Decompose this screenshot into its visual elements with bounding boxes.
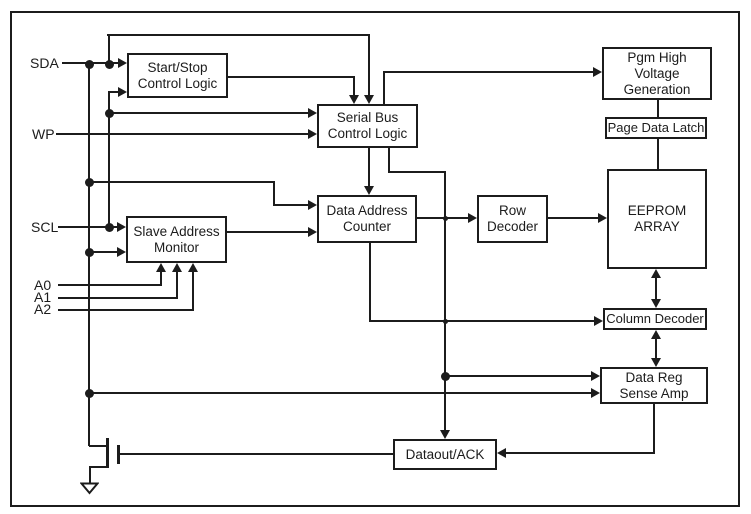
block-eeprom-array: EEPROM ARRAY: [607, 169, 707, 269]
wire-startstop-drop: [353, 76, 355, 98]
wire-to-datareg-in1: [444, 375, 594, 377]
block-serial-bus-control-logic: Serial Bus Control Logic: [317, 104, 418, 148]
block-slave-address-monitor: Slave Address Monitor: [126, 216, 227, 263]
wire-scl-riser: [108, 91, 110, 228]
wire-a2-riser: [192, 268, 194, 310]
junction-dot: [105, 60, 114, 69]
arrowhead: [117, 222, 126, 232]
wire-sda-branch: [88, 181, 275, 183]
pin-label-scl: SCL: [31, 219, 59, 235]
wire-to-datareg-in2: [88, 392, 594, 394]
wire-latch-to-eeprom: [657, 138, 659, 169]
pin-label-wp: WP: [32, 126, 55, 142]
arrowhead: [591, 388, 600, 398]
arrowhead: [651, 269, 661, 278]
wire-row-to-eeprom: [548, 217, 601, 219]
wire-to-dac-in1: [273, 204, 311, 206]
wire-a1-riser: [176, 268, 178, 298]
mosfet-channel-bar: [106, 438, 109, 468]
junction-dot: [105, 109, 114, 118]
block-column-decoder: Column Decoder: [603, 308, 707, 330]
block-start-stop-control-logic: Start/Stop Control Logic: [127, 53, 228, 98]
block-data-reg-sense-amp: Data Reg Sense Amp: [600, 367, 708, 404]
arrowhead: [651, 358, 661, 367]
arrowhead: [118, 87, 127, 97]
pin-label-a2: A2: [34, 301, 52, 317]
wire-source-down: [89, 466, 91, 484]
arrowhead: [651, 330, 661, 339]
arrowhead: [591, 371, 600, 381]
arrowhead: [349, 95, 359, 104]
wire-branch-drop: [273, 181, 275, 206]
pin-label-a1: A1: [34, 289, 52, 305]
arrowhead: [118, 58, 127, 68]
junction-dot: [85, 248, 94, 257]
wire-a0: [58, 284, 162, 286]
junction-dot: [85, 60, 94, 69]
arrowhead: [308, 200, 317, 210]
mosfet-gate-bar: [117, 445, 120, 464]
arrowhead: [308, 129, 317, 139]
pin-label-a0: A0: [34, 277, 52, 293]
wire-scl-to-startstop: [108, 91, 121, 93]
arrowhead: [364, 186, 374, 195]
wire-slave-to-dac: [227, 231, 311, 233]
junction-dot: [85, 389, 94, 398]
wire-a0-riser: [160, 268, 162, 285]
wire-dac-drop: [369, 243, 371, 322]
wire-sda-to-slave: [88, 251, 120, 253]
wire-wp: [56, 133, 311, 135]
junction-dot: [105, 223, 114, 232]
diagram-border: [10, 11, 740, 507]
arrowhead: [117, 247, 126, 257]
arrowhead: [308, 227, 317, 237]
arrowhead: [308, 108, 317, 118]
block-data-address-counter: Data Address Counter: [317, 195, 417, 243]
wire-a1: [58, 297, 178, 299]
pin-label-sda: SDA: [30, 55, 59, 71]
arrowhead: [156, 263, 166, 272]
arrowhead: [497, 448, 506, 458]
wire-datareg-drop: [653, 403, 655, 454]
wire-serial-riser-pgm: [383, 71, 385, 104]
wire-serial-to-dac: [368, 148, 370, 189]
wire-to-column-decoder: [369, 320, 597, 322]
wire-serial-out-jog: [388, 171, 446, 173]
ground-icon: [80, 482, 99, 495]
wire-sda-to-serial: [107, 112, 311, 114]
wire-center-drop: [444, 171, 446, 433]
wire-pgm-to-latch: [657, 100, 659, 117]
wire-sda-riser: [108, 34, 110, 64]
arrowhead: [440, 430, 450, 439]
arrowhead: [593, 67, 602, 77]
wire-datareg-to-dataout: [503, 452, 655, 454]
block-dataout-ack: Dataout/ACK: [393, 439, 497, 470]
arrowhead: [364, 95, 374, 104]
wire-sda-top-run: [107, 34, 369, 36]
wire-eeprom-column-bidir: [655, 273, 657, 304]
arrowhead: [468, 213, 477, 223]
block-page-data-latch: Page Data Latch: [605, 117, 707, 139]
junction-dot: [441, 372, 450, 381]
wire-to-pgm-hv: [383, 71, 595, 73]
wire-gate-line: [120, 453, 393, 455]
wire-serial-out2: [388, 148, 390, 172]
junction-dot: [85, 178, 94, 187]
wire-column-datareg-bidir: [655, 334, 657, 363]
arrowhead: [172, 263, 182, 272]
arrowhead: [598, 213, 607, 223]
block-pgm-high-voltage-generation: Pgm High Voltage Generation: [602, 47, 712, 100]
wire-drain-stub: [89, 445, 109, 447]
wire-source-stub: [89, 466, 109, 468]
wire-top-drop-serial: [368, 34, 370, 98]
arrowhead: [594, 316, 603, 326]
block-row-decoder: Row Decoder: [477, 195, 548, 243]
wire-startstop-out: [228, 76, 354, 78]
arrowhead: [188, 263, 198, 272]
junction-dot-small: [443, 216, 448, 221]
junction-dot-small: [443, 319, 448, 324]
arrowhead: [651, 299, 661, 308]
wire-a2: [58, 309, 194, 311]
